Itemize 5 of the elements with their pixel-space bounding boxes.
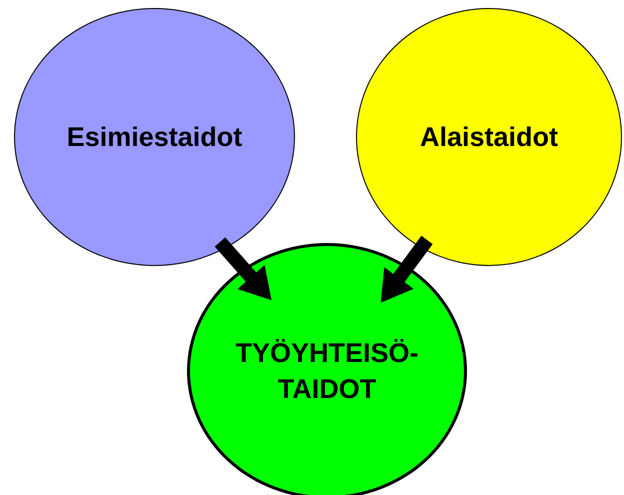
block-arrow <box>214 237 272 300</box>
node-label: TYÖYHTEISÖ- TAIDOT <box>234 337 420 406</box>
node-label: Esimiestaidot <box>66 121 244 154</box>
node-label: Alaistaidot <box>418 121 560 154</box>
block-arrow <box>380 236 433 303</box>
